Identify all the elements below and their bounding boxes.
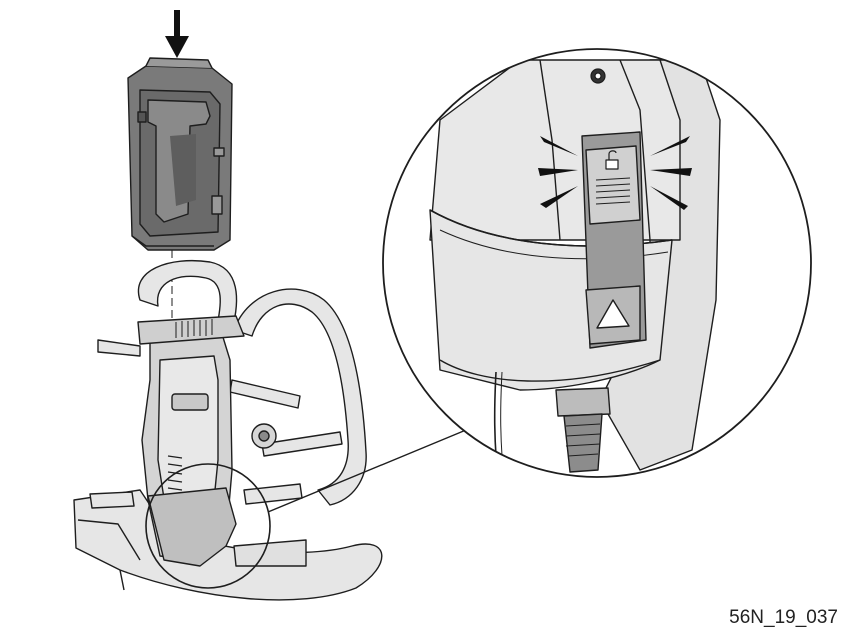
nfc-icon bbox=[590, 68, 606, 84]
down-arrow-icon bbox=[165, 10, 189, 58]
click-rays bbox=[538, 136, 692, 210]
warning-triangle-icon bbox=[596, 299, 630, 329]
figure-id-label: 56N_19_037 bbox=[729, 607, 838, 628]
unlock-icon bbox=[605, 150, 619, 170]
detail-connector bbox=[267, 429, 467, 513]
detail-magnifier bbox=[382, 48, 812, 478]
cable-connector bbox=[555, 387, 611, 473]
backpack-harness bbox=[73, 259, 383, 601]
battery-pack bbox=[127, 57, 233, 251]
detail-marker-circle bbox=[145, 463, 271, 589]
